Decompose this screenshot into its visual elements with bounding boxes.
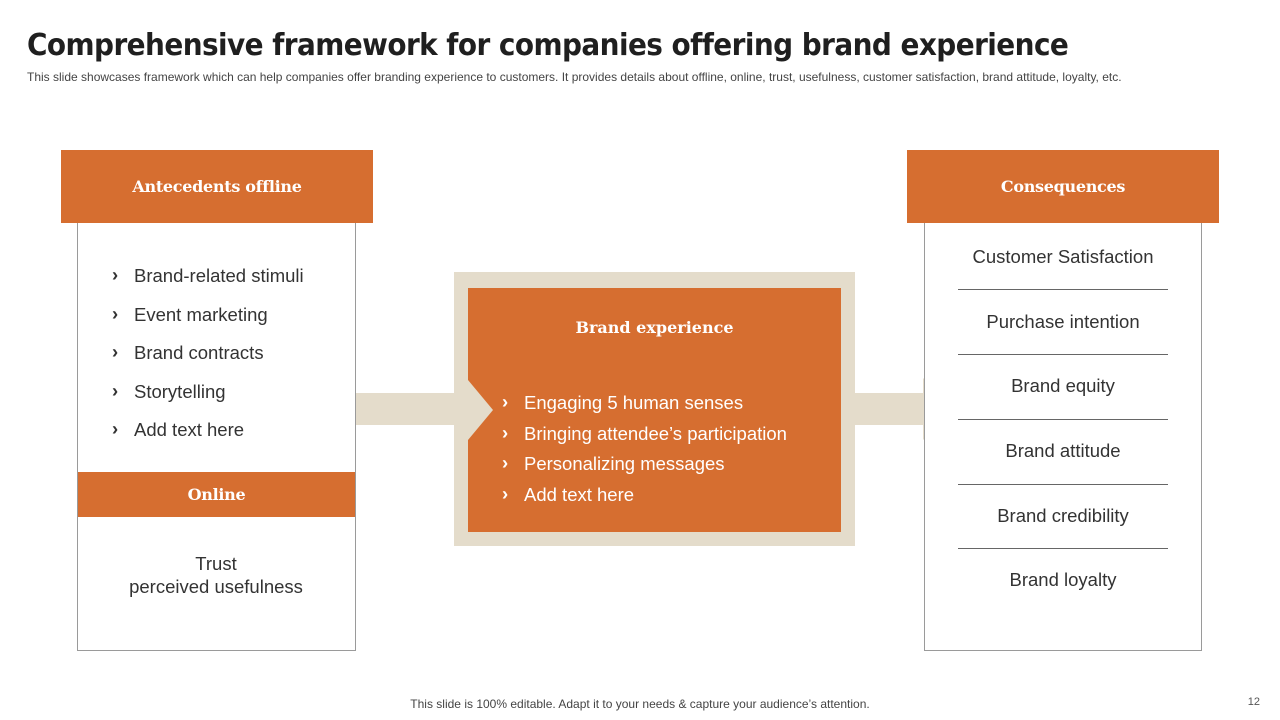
list-item: Bringing attendee’s participation	[502, 421, 787, 453]
online-heading: Online	[187, 485, 246, 504]
list-item: Personalizing messages	[502, 451, 787, 483]
brand-experience-heading: Brand experience	[575, 318, 734, 337]
consequence-item: Brand equity	[1011, 375, 1115, 396]
online-text: Trust perceived usefulness	[78, 552, 354, 598]
slide-title: Comprehensive framework for companies of…	[27, 28, 1069, 63]
divider	[958, 354, 1168, 355]
consequences-heading: Consequences	[1000, 177, 1126, 196]
online-line: perceived usefulness	[129, 576, 303, 597]
divider	[958, 548, 1168, 549]
consequence-item: Purchase intention	[986, 311, 1140, 332]
divider	[958, 484, 1168, 485]
online-line: Trust	[195, 553, 237, 574]
divider	[958, 289, 1168, 290]
antecedents-offline-heading: Antecedents offline	[132, 177, 302, 196]
list-item: Event marketing	[112, 302, 304, 342]
list-item: Add text here	[112, 417, 304, 457]
list-item: Brand contracts	[112, 340, 304, 380]
list-item: Add text here	[502, 482, 787, 514]
list-item: Engaging 5 human senses	[502, 390, 787, 422]
list-item: Brand-related stimuli	[112, 263, 304, 303]
antecedents-offline-header: Antecedents offline	[61, 150, 373, 223]
consequences-panel	[924, 222, 1202, 651]
online-header: Online	[78, 472, 355, 517]
slide-subtitle: This slide showcases framework which can…	[27, 70, 1122, 84]
consequence-item: Brand loyalty	[1009, 569, 1117, 590]
consequence-item: Brand credibility	[997, 505, 1129, 526]
page-number: 12	[1247, 696, 1260, 708]
consequence-item: Brand attitude	[1005, 440, 1121, 461]
brand-experience-list: Engaging 5 human senses Bringing attende…	[502, 390, 787, 514]
consequence-item: Customer Satisfaction	[972, 246, 1154, 267]
footer-note: This slide is 100% editable. Adapt it to…	[410, 697, 870, 711]
consequences-header: Consequences	[907, 150, 1219, 223]
list-item: Storytelling	[112, 379, 304, 419]
antecedents-offline-list: Brand-related stimuli Event marketing Br…	[112, 263, 304, 457]
arrow-tip-icon	[468, 380, 493, 440]
divider	[958, 419, 1168, 420]
